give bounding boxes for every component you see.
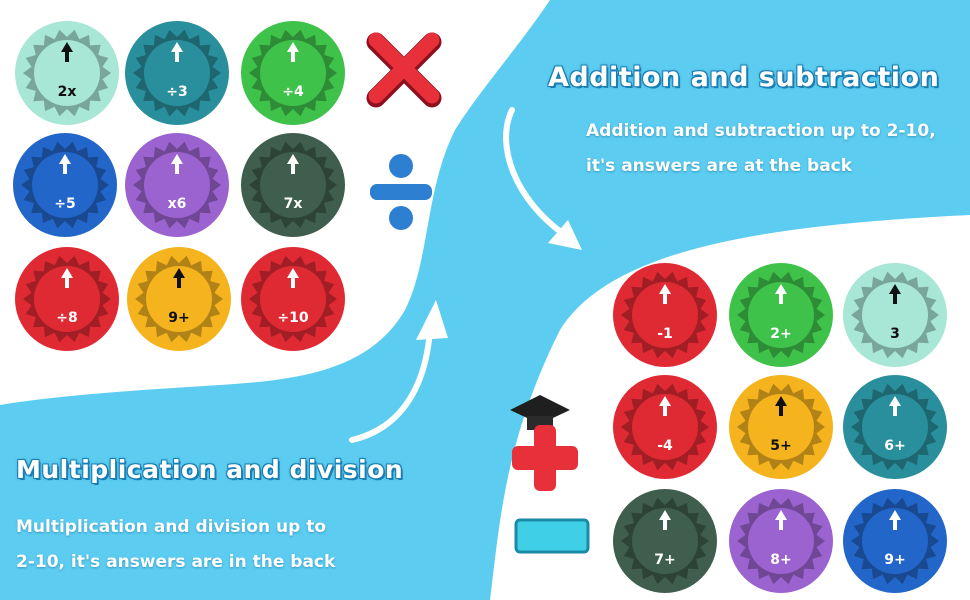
arrow-up-icon — [775, 284, 787, 304]
top-disc: 2x — [14, 20, 120, 126]
disc-graphic — [125, 21, 229, 125]
disc-label: 9+ — [884, 552, 906, 568]
disc-graphic — [613, 375, 717, 479]
plus-symbol-icon — [512, 425, 578, 491]
disc-graphic — [241, 133, 345, 237]
disc-graphic — [13, 133, 117, 237]
disc-graphic — [729, 489, 833, 593]
disc-label: 2x — [57, 84, 77, 100]
disc-label: 2+ — [770, 326, 792, 342]
disc-graphic — [843, 489, 947, 593]
disc-label: ÷10 — [277, 310, 309, 326]
disc-graphic — [729, 375, 833, 479]
disc-graphic — [15, 21, 119, 125]
arrow-up-icon — [659, 284, 671, 304]
arrow-up-icon — [61, 42, 73, 62]
arrow-up-icon — [287, 42, 299, 62]
disc-label: 9+ — [168, 310, 190, 326]
curved-arrow-down-icon — [503, 107, 568, 238]
disc-label: -4 — [657, 438, 673, 454]
disc-label: ÷4 — [282, 84, 304, 100]
disc-label: ÷5 — [54, 196, 76, 212]
disc-graphic — [125, 133, 229, 237]
disc-label: 7+ — [654, 552, 676, 568]
arrow-up-icon — [659, 510, 671, 530]
arrow-up-icon — [287, 268, 299, 288]
multiply-symbol-icon — [366, 32, 442, 108]
curved-arrow-up-icon — [349, 327, 433, 443]
arrow-up-icon — [61, 268, 73, 288]
arrow-up-icon — [171, 42, 183, 62]
arrow-up-icon — [889, 284, 901, 304]
disc-graphic — [843, 375, 947, 479]
bottom-disc: -4 — [612, 374, 718, 480]
bottom-disc: 5+ — [728, 374, 834, 480]
disc-graphic — [613, 489, 717, 593]
disc-graphic — [15, 247, 119, 351]
multiplication-line-2: 2-10, it's answers are in the back — [16, 552, 336, 572]
arrow-up-icon — [775, 510, 787, 530]
bottom-disc: -1 — [612, 262, 718, 368]
disc-graphic — [613, 263, 717, 367]
bottom-disc: 2+ — [728, 262, 834, 368]
multiplication-heading: Multiplication and division — [16, 455, 404, 484]
disc-label: -1 — [657, 326, 673, 342]
disc-label: ÷3 — [166, 84, 188, 100]
top-disc: ÷3 — [124, 20, 230, 126]
addition-description: Addition and subtraction up to 2-10, it'… — [586, 114, 936, 184]
addition-line-1: Addition and subtraction up to 2-10, — [586, 121, 936, 141]
disc-label: 6+ — [884, 438, 906, 454]
bottom-disc: 8+ — [728, 488, 834, 594]
disc-graphic — [241, 247, 345, 351]
top-disc: 7x — [240, 132, 346, 238]
disc-graphic — [241, 21, 345, 125]
arrow-up-icon — [287, 154, 299, 174]
arrow-up-icon — [889, 510, 901, 530]
top-disc: ÷5 — [12, 132, 118, 238]
arrow-up-icon — [889, 396, 901, 416]
top-disc: x6 — [124, 132, 230, 238]
top-disc: ÷8 — [14, 246, 120, 352]
bottom-disc: 6+ — [842, 374, 948, 480]
divide-symbol-icon — [370, 154, 432, 230]
arrow-up-icon — [775, 396, 787, 416]
arrow-up-icon — [171, 154, 183, 174]
disc-label: ÷8 — [56, 310, 78, 326]
disc-label: 8+ — [770, 552, 792, 568]
arrow-up-icon — [659, 396, 671, 416]
top-disc: ÷4 — [240, 20, 346, 126]
bottom-disc: 3 — [842, 262, 948, 368]
bottom-disc: 7+ — [612, 488, 718, 594]
disc-label: 7x — [283, 196, 303, 212]
addition-heading: Addition and subtraction — [548, 62, 940, 93]
disc-graphic — [843, 263, 947, 367]
multiplication-line-1: Multiplication and division up to — [16, 517, 327, 537]
addition-line-2: it's answers are at the back — [586, 156, 853, 176]
arrow-up-icon — [59, 154, 71, 174]
bottom-disc: 9+ — [842, 488, 948, 594]
multiplication-description: Multiplication and division up to 2-10, … — [16, 510, 335, 580]
disc-graphic — [127, 247, 231, 351]
disc-label: x6 — [167, 196, 187, 212]
top-disc: 9+ — [126, 246, 232, 352]
disc-label: 5+ — [770, 438, 792, 454]
minus-symbol-icon — [514, 518, 590, 554]
top-disc: ÷10 — [240, 246, 346, 352]
disc-label: 3 — [890, 326, 900, 342]
disc-graphic — [729, 263, 833, 367]
arrow-up-icon — [173, 268, 185, 288]
